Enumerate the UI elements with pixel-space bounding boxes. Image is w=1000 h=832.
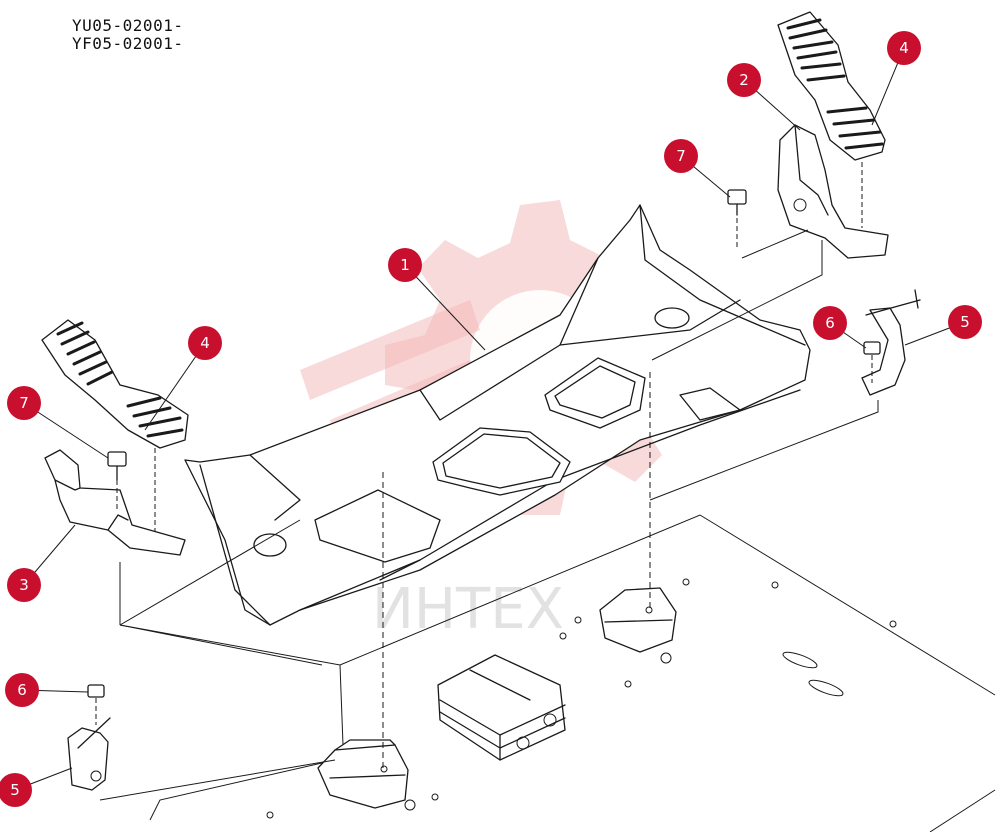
right-pedal-pad [777, 11, 886, 228]
svg-text:5: 5 [10, 781, 20, 799]
svg-text:7: 7 [19, 394, 29, 412]
floor-plate [119, 514, 996, 832]
right-bolt [727, 189, 809, 259]
right-pin-bracket [649, 289, 921, 501]
left-pedal-pad [41, 319, 189, 535]
svg-text:5: 5 [960, 313, 970, 331]
callout-6-left: 6 [5, 673, 39, 707]
callout-5-left: 5 [0, 773, 32, 807]
callout-7-left: 7 [7, 386, 41, 420]
svg-text:4: 4 [899, 39, 909, 57]
svg-text:2: 2 [739, 71, 749, 89]
svg-text:6: 6 [17, 681, 27, 699]
part-code-2: YF05-02001- [72, 34, 184, 53]
callout-1: 1 [388, 248, 422, 282]
callout-7-right: 7 [664, 139, 698, 173]
floor-mat [184, 204, 811, 626]
mount-blocks [317, 587, 677, 811]
callout-4-left: 4 [188, 326, 222, 360]
watermark-text: ИНТЕХ [372, 577, 564, 642]
left-pin-bracket [67, 684, 336, 801]
guide-lines [119, 372, 651, 770]
left-pedal-bracket [44, 449, 186, 625]
part-code-1: YU05-02001- [72, 16, 184, 35]
callout-5-right: 5 [948, 305, 982, 339]
svg-text:7: 7 [676, 147, 686, 165]
svg-text:6: 6 [825, 314, 835, 332]
svg-text:4: 4 [200, 334, 210, 352]
callout-3: 3 [7, 568, 41, 602]
svg-text:3: 3 [19, 576, 29, 594]
left-bolt [107, 451, 127, 512]
callout-2: 2 [727, 63, 761, 97]
callout-4-right: 4 [887, 31, 921, 65]
right-pedal-bracket [651, 124, 889, 361]
svg-text:1: 1 [400, 256, 410, 274]
callout-6-right: 6 [813, 306, 847, 340]
